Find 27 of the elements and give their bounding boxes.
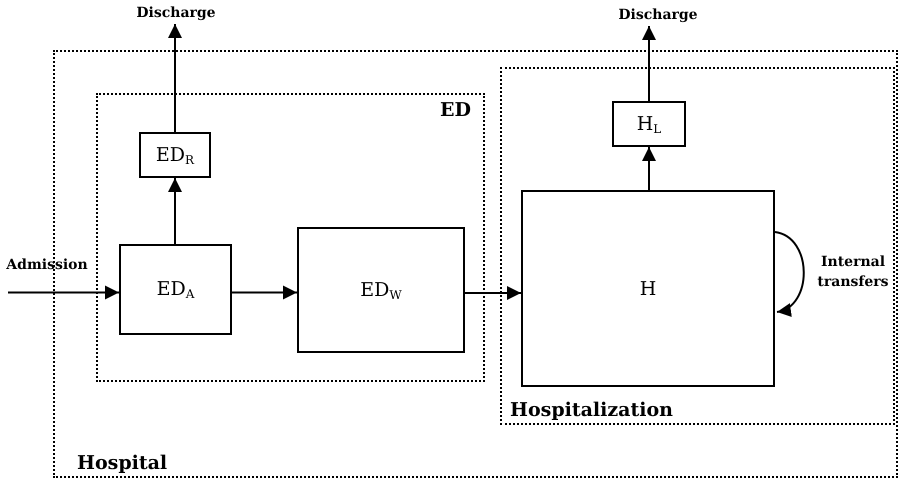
arrow (8, 286, 119, 300)
process-box (612, 101, 686, 147)
arrow (465, 286, 521, 300)
arrow (642, 26, 656, 101)
dotted-boundary (96, 93, 485, 382)
box-label: ED$_{W}$ (360, 278, 402, 302)
edge-label: Internal transfers (816, 253, 890, 292)
arrow (642, 147, 656, 190)
process-box (521, 190, 775, 387)
process-box (139, 132, 211, 178)
outcome-label: Discharge (600, 4, 716, 26)
arrow (232, 286, 297, 300)
dotted-boundary (500, 67, 895, 425)
process-box (119, 244, 232, 335)
process-box (297, 227, 465, 353)
box-label: ED$_{A}$ (156, 278, 194, 301)
group-title: ED (440, 99, 471, 121)
arrow (774, 231, 805, 315)
arrow (168, 24, 182, 132)
box-label: H (640, 278, 656, 300)
group-title: Hospitalization (510, 399, 673, 421)
edge-label: Admission (5, 256, 89, 275)
arrow (168, 178, 182, 244)
outcome-label: Discharge (126, 2, 226, 24)
box-label: ED$_{R}$ (156, 144, 194, 166)
box-label: H$_{L}$ (636, 112, 662, 136)
group-title: Hospital (77, 452, 168, 474)
